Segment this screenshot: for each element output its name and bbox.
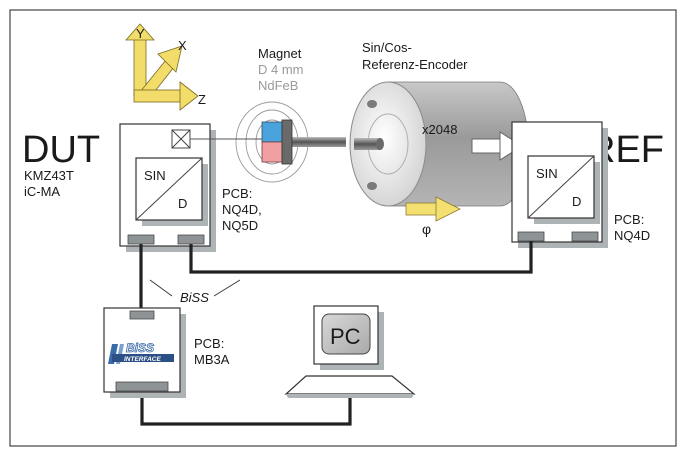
dut-title: DUT <box>22 129 100 171</box>
ref-pcb-label: PCB: <box>614 212 644 227</box>
dut-sensor-2: iC-MA <box>24 184 60 199</box>
cable-dut-to-ref <box>189 241 533 274</box>
ref-board <box>511 121 608 248</box>
biss-logo-subtext: INTERFACE <box>124 356 162 363</box>
dut-pcb-label: PCB: <box>222 186 252 201</box>
bus-label-leader-left <box>149 279 173 297</box>
outer-frame <box>9 9 677 447</box>
encoder-resolution: x2048 <box>422 122 457 137</box>
axis-x-label: X <box>178 38 187 53</box>
rotation-angle-label: φ <box>422 221 431 237</box>
dut-pcb-line1: NQ4D, <box>222 202 262 217</box>
dut-pcb-line2: NQ5D <box>222 218 258 233</box>
dut-chip-top-label: SIN <box>144 168 166 183</box>
dut-board <box>119 123 216 252</box>
rotation-arrow-icon <box>405 196 461 222</box>
bus-label: BiSS <box>180 290 209 305</box>
shaft <box>290 137 346 147</box>
axis-y-label: Y <box>136 26 145 41</box>
cable-interface-to-pc <box>140 394 352 426</box>
pc-icon <box>284 305 416 398</box>
encoder-title-line1: Sin/Cos- <box>362 40 412 55</box>
magnet-material: NdFeB <box>258 78 298 93</box>
encoder-title-line2: Referenz-Encoder <box>362 57 468 72</box>
magnet-size: D 4 mm <box>258 62 304 77</box>
interface-pcb-line1: MB3A <box>194 352 230 367</box>
dut-chip-bottom-label: D <box>178 196 187 211</box>
axis-arrows-icon <box>125 23 199 111</box>
pc-label: PC <box>330 324 361 349</box>
bus-label-leader-right <box>213 279 241 297</box>
signal-arrow-icon <box>471 131 523 161</box>
magnet-title: Magnet <box>258 46 302 61</box>
interface-pcb-label: PCB: <box>194 336 224 351</box>
magnet-icon <box>261 119 293 165</box>
dut-sensor-1: KMZ43T <box>24 168 74 183</box>
biss-logo-text: BiSS <box>126 341 154 355</box>
encoder-icon <box>349 81 529 207</box>
ref-chip-bottom-label: D <box>572 194 581 209</box>
axis-z-label: Z <box>198 92 206 107</box>
ref-chip-top-label: SIN <box>536 166 558 181</box>
ref-pcb-line1: NQ4D <box>614 228 650 243</box>
biss-logo-icon <box>108 344 174 364</box>
